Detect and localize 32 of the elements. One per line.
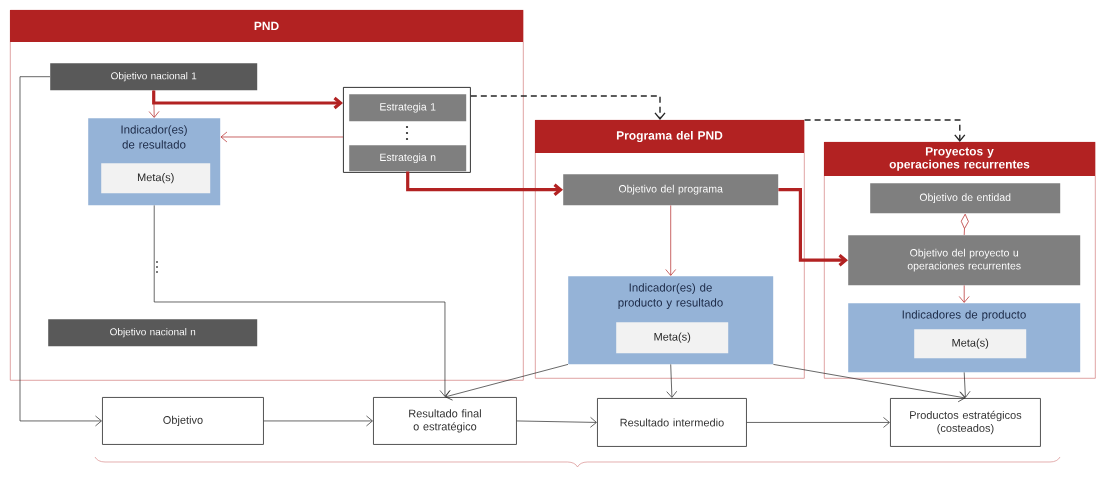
process-box: Objetivo del proyecto u operaciones recurrentes (848, 235, 1081, 286)
process-box: Productos estratégicos (costeados) (890, 398, 1041, 447)
connector (263, 415, 373, 427)
process-box: Resultado intermedio (597, 398, 747, 447)
target-box: Meta(s) (101, 163, 211, 194)
connector (406, 171, 563, 196)
connector (959, 372, 971, 398)
connector (958, 285, 970, 303)
process-box: Estrategia 1 (349, 94, 467, 122)
connector (665, 205, 677, 276)
connector (19, 76, 102, 427)
label-box: Objetivo nacional 1 (50, 63, 258, 91)
process-box: Resultado final o estratégico (373, 397, 517, 445)
connector (778, 188, 848, 267)
process-box: Estrategia n (349, 145, 467, 172)
connector (746, 417, 890, 428)
connector (960, 213, 969, 236)
process-box: Objetivo del programa (563, 174, 779, 206)
connector (773, 364, 966, 403)
connector (803, 119, 966, 142)
connector (666, 364, 678, 398)
target-box: Meta(s) (616, 322, 729, 354)
target-box: Meta(s) (914, 329, 1027, 359)
connector (445, 364, 569, 401)
connector (470, 95, 666, 120)
process-box: Objetivo de entidad (870, 183, 1061, 214)
connector (153, 205, 451, 397)
process-box: Objetivo (102, 397, 264, 445)
connector (516, 416, 597, 428)
connector (152, 90, 343, 110)
connector (220, 131, 344, 143)
label-box: Objetivo nacional n (48, 319, 258, 347)
